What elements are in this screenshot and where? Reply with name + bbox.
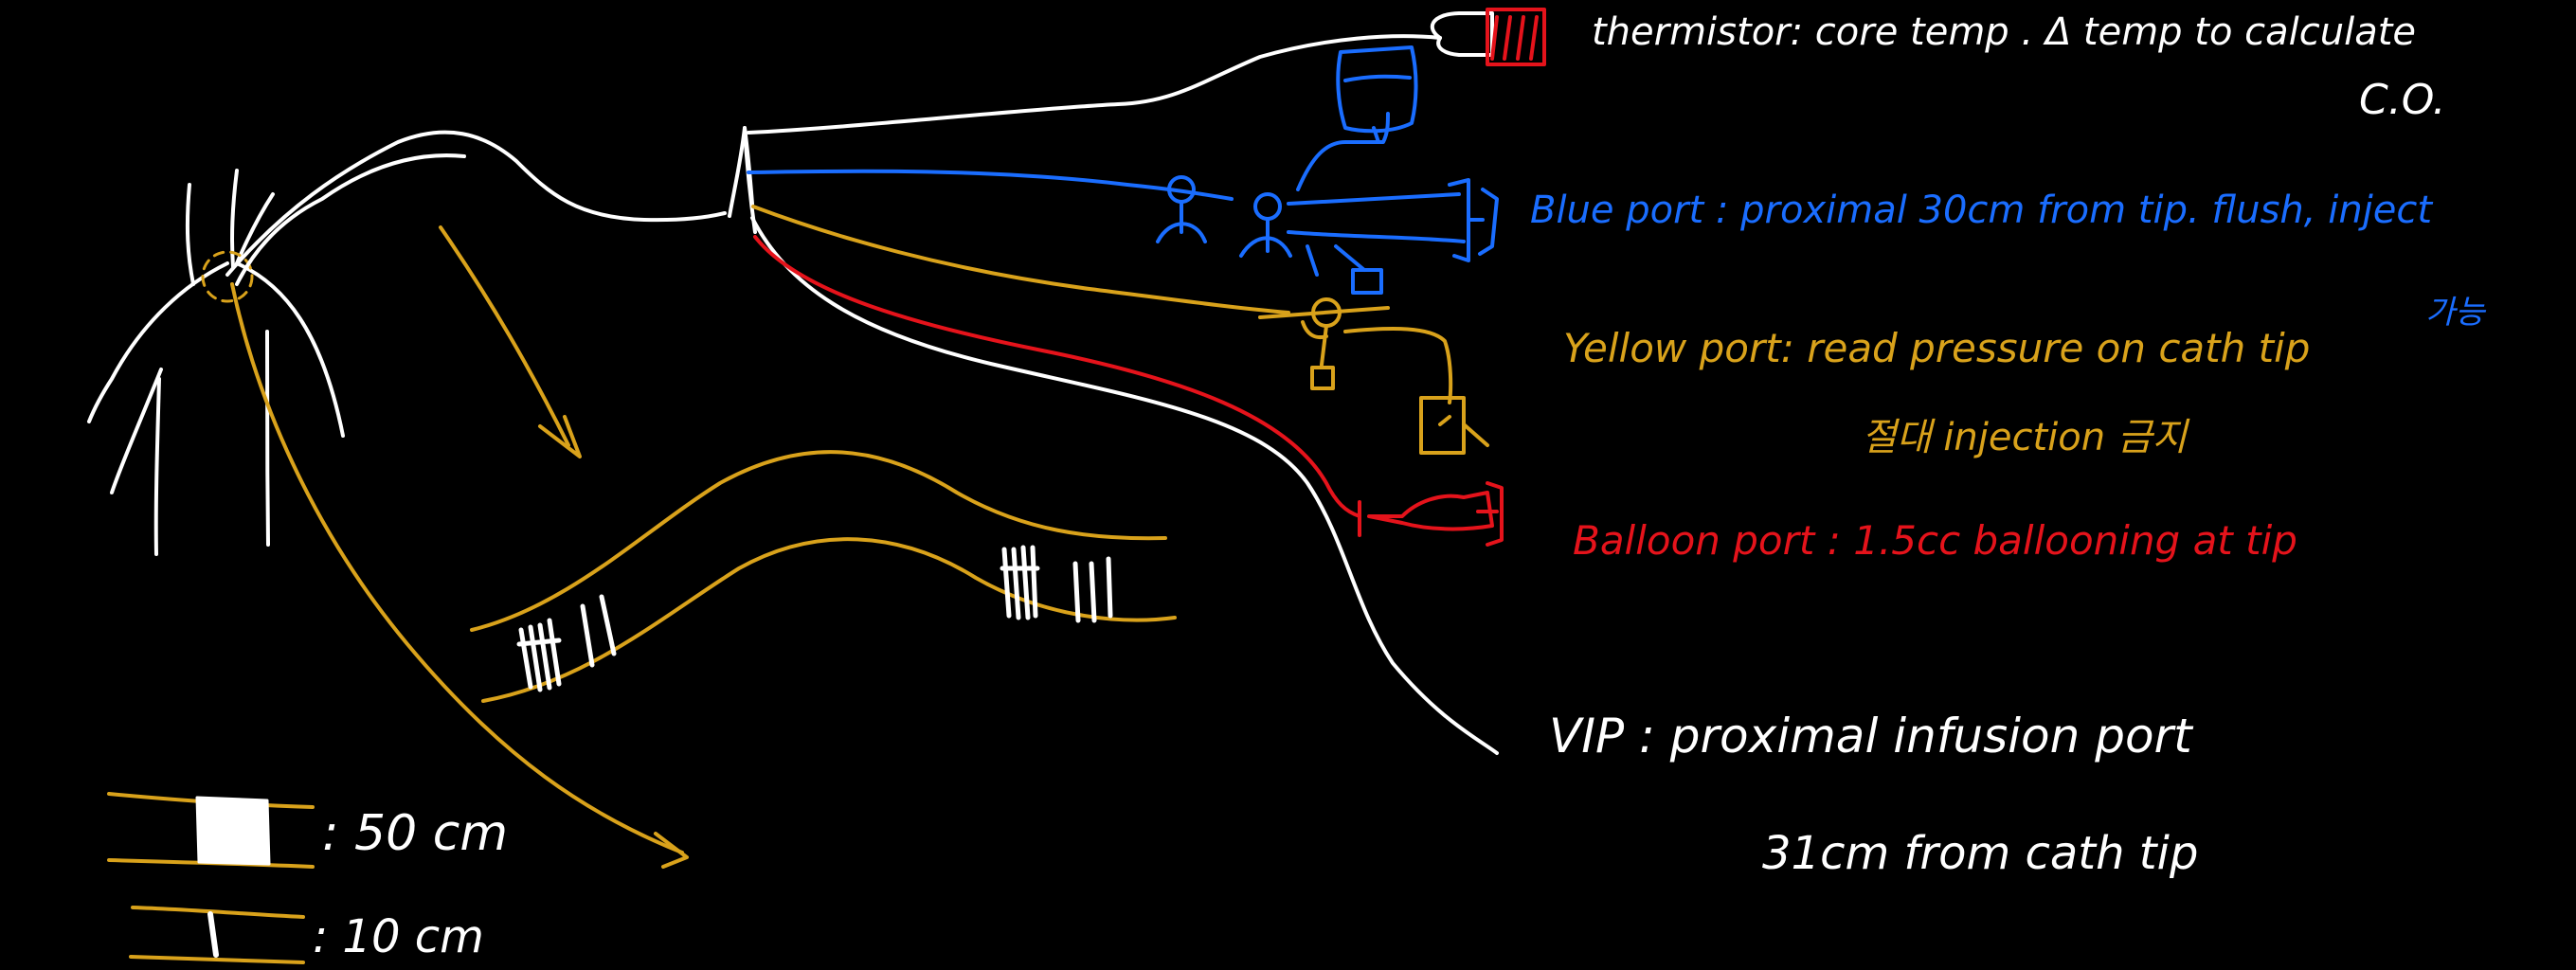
blue-port-line <box>747 112 1499 295</box>
yellow-port-line <box>751 205 1489 455</box>
depth-marks <box>516 545 1113 692</box>
thermistor-connector-icon <box>1486 8 1546 66</box>
arrow-to-enlarged-catheter <box>439 225 570 447</box>
torso-sketch <box>87 169 345 556</box>
legend-thick-swatch <box>107 792 315 869</box>
thermistor-co-label: C.O. <box>2359 76 2446 124</box>
thermistor-label: thermistor: core temp . Δ temp to calcul… <box>1592 10 2417 54</box>
legend-thick-label: : 50 cm <box>322 805 508 862</box>
balloon-port-line <box>753 235 1504 547</box>
insertion-site-circle <box>201 250 254 303</box>
arrow-to-legend <box>230 282 684 854</box>
blue-port-label: Blue port : proximal 30cm from tip. flus… <box>1530 189 2433 232</box>
arrows <box>230 225 689 869</box>
legend-thin-label: : 10 cm <box>313 910 484 963</box>
legend-thin-swatch <box>129 906 305 964</box>
yellow-port-label: Yellow port: read pressure on cath tip <box>1563 325 2311 371</box>
enlarged-catheter <box>470 450 1177 703</box>
blue-port-note: 가능 <box>2425 294 2485 332</box>
catheter-body <box>225 11 1499 755</box>
yellow-port-note: 절대 injection 금지 <box>1862 416 2188 459</box>
vip-port-label: VIP : proximal infusion port <box>1549 709 2192 763</box>
flush-bag-icon <box>1336 45 1418 144</box>
balloon-port-label: Balloon port : 1.5cc ballooning at tip <box>1573 517 2297 564</box>
vip-port-detail: 31cm from cath tip <box>1762 827 2199 880</box>
